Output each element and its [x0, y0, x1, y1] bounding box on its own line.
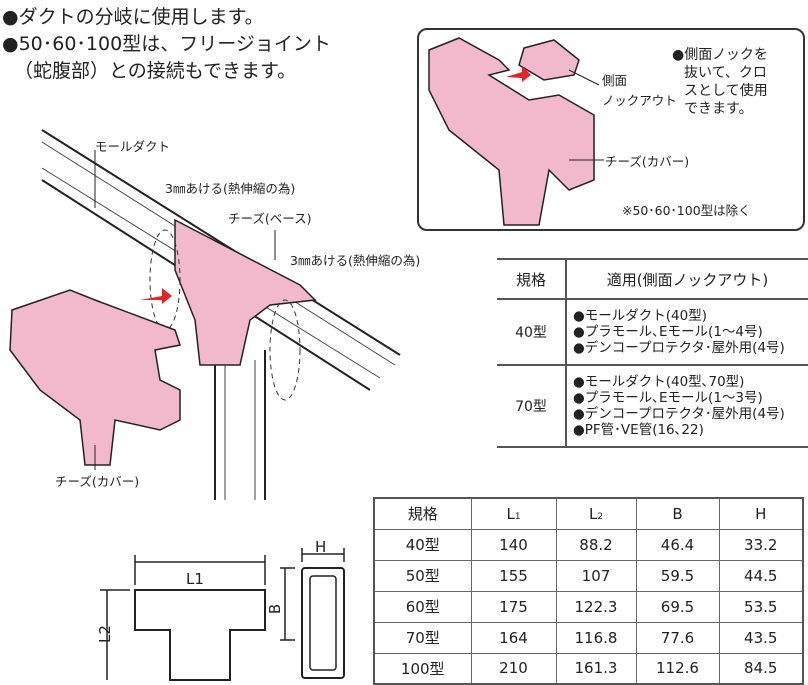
table-cell: 77.6 [635, 621, 720, 654]
table-cell: 33.2 [718, 528, 804, 561]
list-item: ●モールダクト(40型､70型) [573, 374, 745, 390]
note-line-2: 抜いて、クロ [684, 65, 767, 81]
table-cell: 164 [470, 621, 557, 654]
table-cell: 116.8 [555, 621, 637, 654]
label-gap-2: 3㎜あける(熱伸縮の為) [290, 253, 421, 268]
col-B: B [635, 497, 720, 530]
list-item: ●PF管･VE管(16､22) [573, 422, 704, 438]
intro-line-1: ●ダクトの分岐に使用します。 [2, 6, 264, 28]
table-cell: 122.3 [555, 590, 637, 623]
table-cell: 155 [470, 559, 557, 592]
dim-B: B [266, 603, 285, 615]
col-H: H [718, 497, 804, 530]
note-line-4: できます。 [684, 101, 753, 117]
insert-arrow-icon [506, 66, 531, 82]
list-item: ●モールダクト(40型) [573, 308, 707, 324]
header-application: 適用(側面ノックアウト) [606, 270, 769, 289]
insert-arrow-icon [140, 288, 172, 304]
table-cell: 60型 [373, 590, 472, 623]
note-line-1: ●側面ノックを [672, 47, 768, 63]
table-header-row: 規格 L1 L2 B H [373, 497, 804, 530]
table-cell: 43.5 [718, 621, 804, 654]
table-cell: 59.5 [635, 559, 720, 592]
table-cell: 44.5 [718, 559, 804, 592]
table-cell: 161.3 [555, 652, 637, 685]
table-cell: 112.6 [635, 652, 720, 685]
label-gap-1: 3㎜あける(熱伸縮の為) [165, 181, 296, 196]
table-cell: 70型 [373, 621, 472, 654]
knockout-label-1: 側面 [602, 73, 628, 88]
col-L2-sub: 2 [597, 511, 604, 522]
table-cell: 46.4 [635, 528, 720, 561]
col-L2: L2 [555, 497, 637, 530]
table-row: 40型 ●モールダクト(40型)●プラモール､Eモール(1～4号)●デンコープロ… [497, 298, 808, 365]
col-size: 規格 [373, 497, 472, 530]
note-line-3: スとして使用 [684, 83, 768, 99]
table-cell: 140 [470, 528, 557, 561]
table-cell: 100型 [373, 652, 472, 685]
list-item: ●プラモール､Eモール(1～3号) [573, 390, 763, 406]
intro-line-2: ●50･60･100型は、フリージョイント [2, 33, 331, 55]
table-cell: 84.5 [718, 652, 804, 685]
table-cell: 40型 [373, 528, 472, 561]
dim-L1: L1 [186, 570, 204, 588]
installation-illustration [9, 129, 401, 500]
label-tee-base: チーズ(ベース) [228, 211, 312, 226]
dimension-drawing [100, 548, 345, 681]
row-size: 40型 [497, 298, 567, 365]
header-size: 規格 [497, 259, 567, 299]
table-cell: 69.5 [635, 590, 720, 623]
knockout-inset: 側面 ノックアウト ●側面ノックを 抜いて、クロ スとして使用 できます。 チー… [417, 28, 805, 231]
table-cell: 88.2 [555, 528, 637, 561]
intro-line-3: （蛇腹部）との接続もできます。 [14, 60, 297, 82]
inset-tee-cover-label: チーズ(カバー) [605, 154, 690, 169]
col-L2-letter: L [588, 504, 598, 523]
col-L1: L1 [470, 497, 557, 530]
table-cell: 50型 [373, 559, 472, 592]
list-item: ●デンコープロテクタ･屋外用(4号) [573, 406, 785, 422]
label-tee-cover: チーズ(カバー) [55, 474, 140, 489]
row-size: 70型 [497, 364, 567, 447]
table-cell: 210 [470, 652, 557, 685]
table-cell: 175 [470, 590, 557, 623]
col-L1-letter: L [506, 504, 515, 523]
knockout-label-2: ノックアウト [602, 93, 677, 108]
list-item: ●デンコープロテクタ･屋外用(4号) [573, 340, 785, 356]
table-cell: 107 [555, 559, 637, 592]
table-row: 70型 ●モールダクト(40型､70型)●プラモール､Eモール(1～3号)●デン… [497, 364, 808, 447]
dim-L2: L2 [95, 625, 114, 643]
exclusion-note: ※50･60･100型は除く [622, 203, 751, 218]
dim-H: H [315, 538, 327, 556]
label-mall-duct: モールダクト [95, 139, 171, 154]
application-table: 規格適用(側面ノックアウト) 40型 ●モールダクト(40型)●プラモール､Eモ… [497, 258, 808, 448]
col-L1-sub: 1 [514, 511, 521, 522]
list-item: ●プラモール､Eモール(1～4号) [573, 324, 763, 340]
table-cell: 53.5 [718, 590, 804, 623]
